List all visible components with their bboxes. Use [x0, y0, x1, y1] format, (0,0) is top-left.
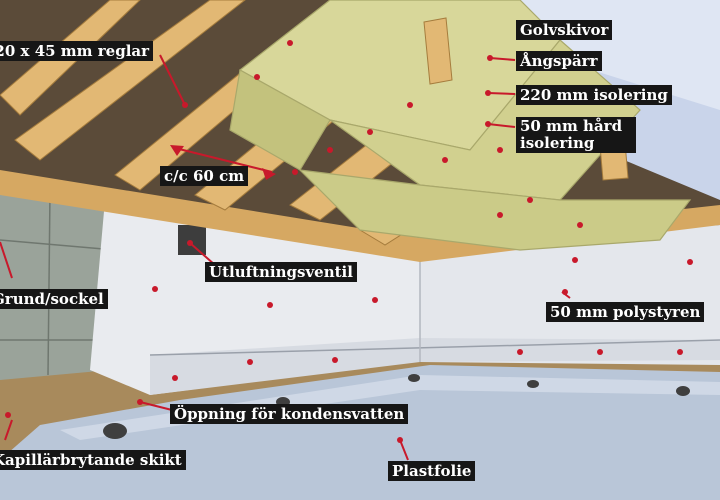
- label-kapillar: Kapillärbrytande skikt: [0, 450, 186, 470]
- label-golvskivor: Golvskivor: [516, 20, 613, 40]
- insulation-boards: [229, 0, 692, 251]
- label-grund: Grund/sockel: [0, 289, 108, 309]
- cc-arrow-right: [262, 168, 276, 180]
- skirt-edge: [149, 339, 720, 356]
- stud-block: [423, 17, 453, 85]
- label-ventil: Utluftningsventil: [205, 262, 357, 282]
- label-cc: c/c 60 cm: [160, 166, 249, 186]
- nail-dots: [152, 40, 693, 381]
- vent-opening: [178, 225, 206, 255]
- label-kondens: Öppning för kondensvatten: [170, 404, 409, 424]
- leader-dots: [5, 55, 568, 443]
- cc-arrow-left: [170, 145, 184, 156]
- rocks: [103, 374, 690, 439]
- label-reglar: 220 x 45 mm reglar: [0, 41, 154, 61]
- label-polystyren: 50 mm polystyren: [546, 302, 705, 322]
- label-220-isolering: 220 mm isolering: [516, 85, 672, 105]
- stone-foundation: [0, 185, 120, 380]
- label-hard-isolering: 50 mm hård isolering: [516, 117, 636, 153]
- polystyrene-right: [420, 225, 720, 365]
- skirt-board: [150, 338, 720, 395]
- label-angsparr: Ångspärr: [516, 51, 602, 71]
- leader-lines: [0, 54, 571, 461]
- label-plastfolie: Plastfolie: [388, 461, 476, 481]
- plastic-film-highlight: [60, 375, 720, 440]
